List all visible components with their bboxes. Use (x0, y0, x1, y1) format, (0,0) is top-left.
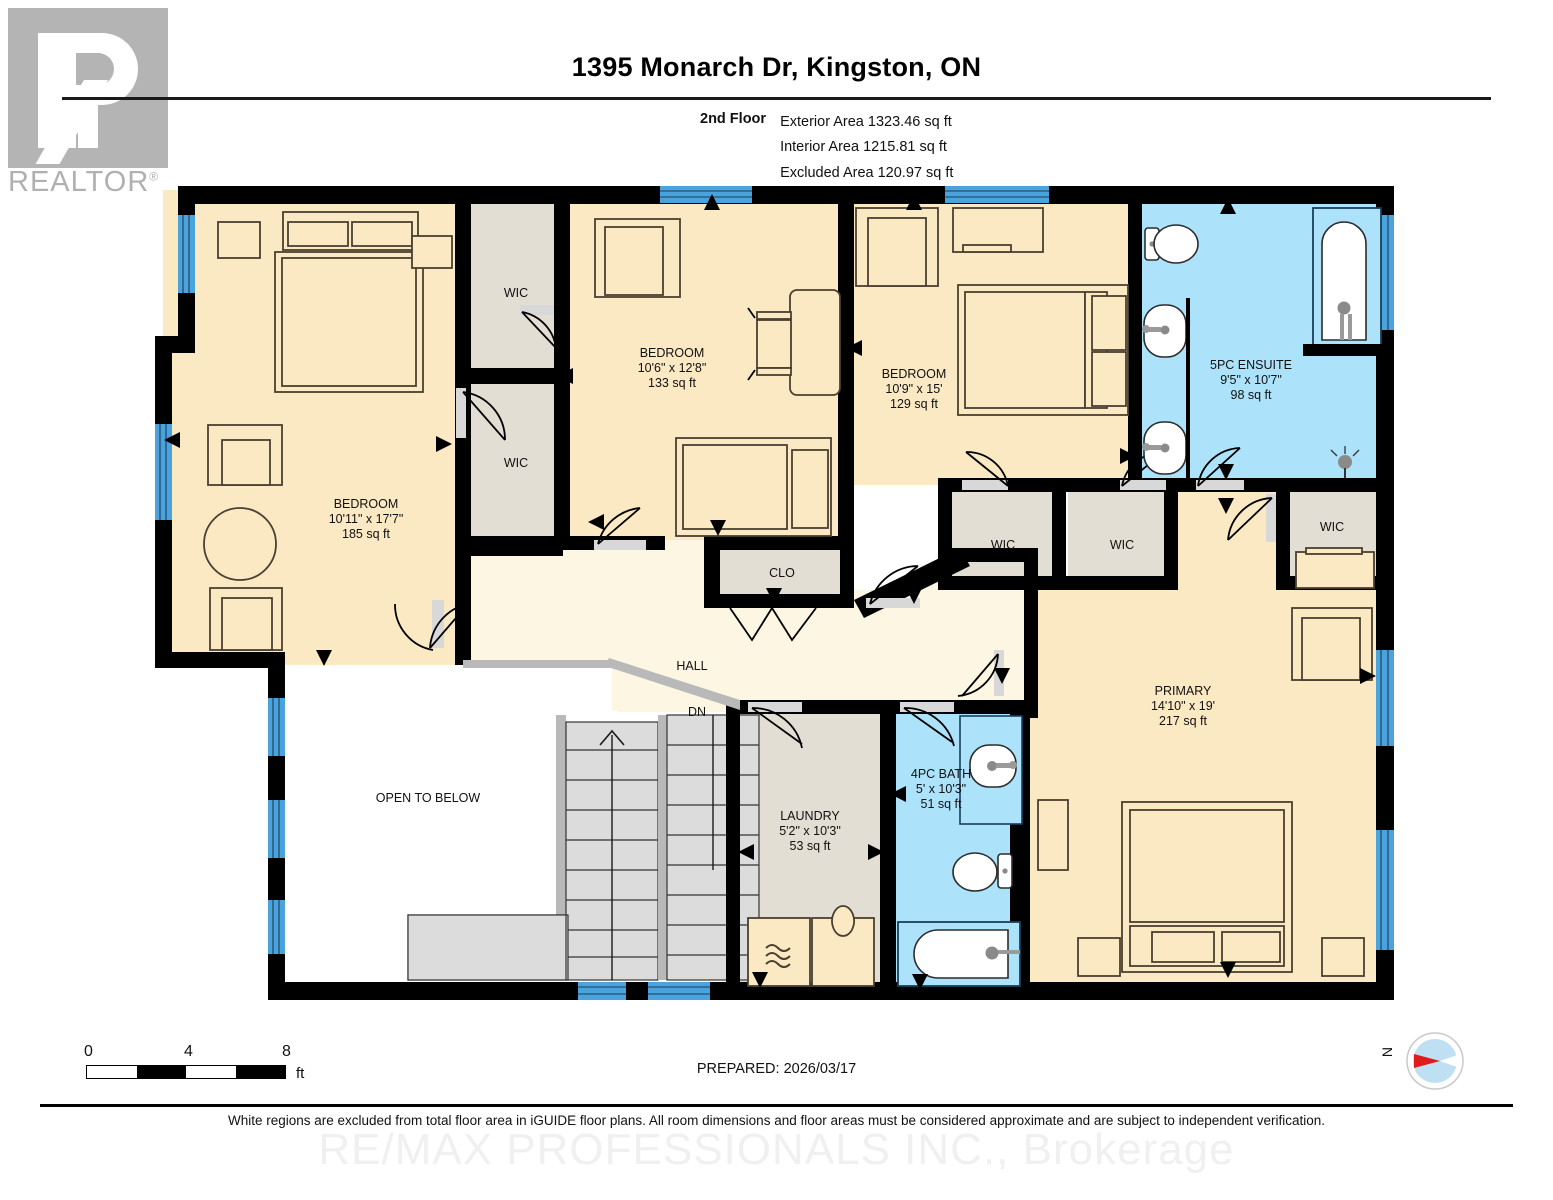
label-open-to-below: OPEN TO BELOW (376, 791, 481, 805)
fixtures-ensuite (1142, 207, 1387, 483)
room-dims-bedroom-center: 10'6" x 12'8" (638, 361, 707, 375)
room-area-bedroom-right: 129 sq ft (890, 397, 938, 411)
floor-plan-drawing: .w { fill:#000; } .rm { fill:#fbe9c4; } … (155, 186, 1394, 1000)
excluded-area: Excluded Area 120.97 sq ft (780, 164, 954, 181)
compass-north-label: N (1379, 1046, 1396, 1058)
scale-tick-0: 0 (84, 1043, 93, 1060)
stairs-up (565, 721, 659, 981)
room-name-laundry: LAUNDRY (780, 809, 840, 823)
scale-tick-labels: 0 4 8 (70, 1043, 302, 1061)
room-name-bath4pc: 4PC BATH (911, 767, 971, 781)
doors (394, 305, 1276, 749)
room-area-ensuite: 98 sq ft (1231, 388, 1273, 402)
label-wic-5: WIC (1320, 520, 1344, 534)
label-clo: CLO (769, 566, 795, 580)
furniture-primary (1037, 547, 1375, 977)
room-name-primary: PRIMARY (1155, 684, 1212, 698)
realtor-logo: REALTOR® (8, 8, 176, 198)
stairs-down (666, 714, 760, 981)
furniture-bedroom-right (855, 207, 1129, 416)
brokerage-watermark: RE/MAX PROFESSIONALS INC., Brokerage (318, 1125, 1235, 1174)
room-dims-primary: 14'10" x 19' (1151, 699, 1215, 713)
room-name-bedroom-right: BEDROOM (882, 367, 947, 381)
floor-label: 2nd Floor (700, 111, 767, 127)
room-dims-bedroom-left: 10'11" x 17'7" (329, 512, 404, 526)
realtor-wordmark: REALTOR® (8, 166, 159, 199)
room-dims-laundry: 5'2" x 10'3" (779, 824, 841, 838)
fixtures-bath4pc (897, 715, 1023, 987)
label-wic-3: WIC (991, 538, 1015, 552)
scale-unit-label: ft (296, 1065, 305, 1082)
label-wic-1: WIC (504, 286, 528, 300)
room-area-bedroom-left: 185 sq ft (342, 527, 390, 541)
furniture-bedroom-center (594, 218, 841, 537)
compass-rose-icon (1406, 1032, 1464, 1090)
label-dn: DN (688, 705, 706, 719)
scale-bar (86, 1065, 286, 1079)
scale-tick-8: 8 (282, 1043, 291, 1060)
exterior-area: Exterior Area 1323.46 sq ft (780, 114, 952, 130)
scale-tick-4: 4 (184, 1043, 193, 1060)
fixtures-laundry (747, 905, 875, 987)
footer-divider (40, 1104, 1513, 1107)
realtor-brand-text: REALTOR (8, 166, 150, 198)
label-wic-4: WIC (1110, 538, 1134, 552)
room-name-bedroom-center: BEDROOM (640, 346, 705, 360)
room-name-ensuite: 5PC ENSUITE (1210, 358, 1292, 372)
title-divider (62, 97, 1491, 100)
room-area-bath4pc: 51 sq ft (921, 797, 963, 811)
realtor-r-icon (8, 8, 168, 168)
room-labels: BEDROOM 10'11" x 17'7" 185 sq ft BEDROOM… (329, 286, 1344, 853)
room-name-bedroom-left: BEDROOM (334, 497, 399, 511)
room-area-laundry: 53 sq ft (790, 839, 832, 853)
page-title: 1395 Monarch Dr, Kingston, ON (571, 52, 982, 82)
label-wic-2: WIC (504, 456, 528, 470)
room-area-bedroom-center: 133 sq ft (648, 376, 696, 390)
room-dims-ensuite: 9'5" x 10'7" (1220, 373, 1282, 387)
floor-area-summary: 2nd Floor Exterior Area 1323.46 sq ft In… (700, 110, 953, 186)
prepared-date: PREPARED: 2026/03/17 (696, 1061, 857, 1077)
room-area-primary: 217 sq ft (1159, 714, 1207, 728)
windows (155, 186, 1394, 1000)
furniture-bedroom-left (203, 211, 453, 651)
disclaimer-text: White regions are excluded from total fl… (227, 1113, 1326, 1128)
room-dims-bath4pc: 5' x 10'3" (916, 782, 966, 796)
label-hall: HALL (676, 659, 707, 673)
room-dims-bedroom-right: 10'9" x 15' (885, 382, 942, 396)
view-direction-arrows (164, 194, 1376, 990)
interior-area: Interior Area 1215.81 sq ft (780, 139, 947, 156)
registered-mark: ® (149, 169, 160, 184)
